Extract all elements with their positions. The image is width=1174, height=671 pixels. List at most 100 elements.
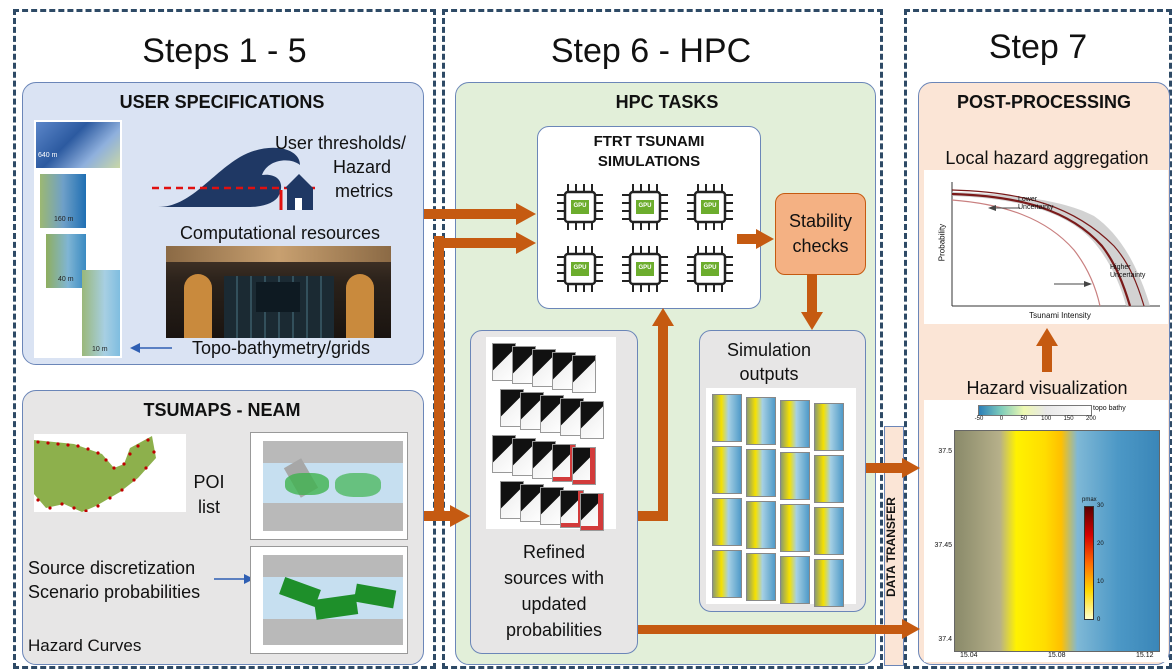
simulation-thumbnail [712,550,742,598]
poi-label-line-1: POI [193,472,225,492]
ftrt-title-line-2: SIMULATIONS [597,153,701,170]
simulation-thumbnail [814,559,844,607]
simulation-thumbnail [814,403,844,451]
source-thumbnail [572,355,596,393]
source-thumbnail [580,401,604,439]
map-x-tick: 15.04 [960,652,978,659]
grid-160m-label: 160 m [54,216,74,223]
map-x-tick: 15.08 [1048,652,1066,659]
gpu-chip-icon: GPU [555,244,605,294]
gpu-chip-icon: GPU [620,244,670,294]
simulation-outputs-line-2: outputs [739,364,799,384]
gpu-chip-icon: GPU [685,182,735,232]
local-hazard-aggregation-label: Local hazard aggregation [945,148,1149,168]
simulation-outputs-image [706,388,856,607]
gpu-label: GPU [703,203,717,209]
grid-160m [40,174,86,228]
stability-checks-line-1: Stability [788,211,853,231]
gpu-label: GPU [638,203,652,209]
stability-checks-box [775,193,866,275]
grid-640m-label: 640 m [38,152,58,159]
gpu-label: GPU [638,265,652,271]
hazard-curves-label: Hazard Curves [28,636,142,655]
curve-higher-label-1: Higher [1110,264,1131,271]
source-discretization-label: Source discretization [28,558,196,578]
poi-mediterranean-map [250,432,408,540]
simulation-thumbnail [712,498,742,546]
house-icon [279,174,313,210]
refined-sources-image [486,337,616,531]
post-processing-title: POST-PROCESSING [956,92,1132,112]
simulation-thumbnail [746,501,776,549]
gpu-chip-icon: GPU [620,182,670,232]
steps-1-5-heading: Steps 1 - 5 [142,32,307,70]
simulation-thumbnail [780,504,810,552]
arrow-left-icon [130,343,172,353]
thresholds-line-1: User thresholds/ [274,133,406,153]
source-thumbnail [580,493,604,531]
data-transfer-bar [884,426,904,666]
pmax-colorbar [1084,506,1094,620]
curve-lower-label-1: Lower [1018,196,1038,203]
step-7-heading: Step 7 [988,28,1088,66]
map-y-tick: 37.5 [938,448,952,455]
hazard-visualization-label: Hazard visualization [966,378,1128,398]
hpc-tasks-title: HPC TASKS [615,92,719,112]
thresholds-line-3: metrics [335,181,393,201]
simulation-thumbnail [746,449,776,497]
curve-x-axis-label: Tsunami Intensity [1029,311,1091,320]
computational-resources-label: Computational resources [179,223,381,243]
colorbar-tick: -50 [974,416,984,422]
topo-colorbar-label: topo bathy [1093,405,1126,412]
pmax-colorbar-label: pmax [1082,497,1097,503]
step-7-frame [904,9,1172,669]
map-y-tick: 37.4 [938,636,952,643]
colorbar-tick: 100 [1041,416,1052,422]
topo-colorbar [978,405,1092,416]
simulation-thumbnail [780,400,810,448]
gpu-chip-icon: GPU [555,182,605,232]
thresholds-line-2: Hazard [332,157,391,177]
gpu-chip-icon: GPU [685,244,735,294]
simulation-thumbnail [814,507,844,555]
ftrt-title-line-1: FTRT TSUNAMI [593,133,705,150]
step-6-heading: Step 6 - HPC [550,32,752,70]
refined-line-2: sources with [503,568,605,588]
pmax-tick: 30 [1097,503,1104,509]
grid-40m [46,234,86,288]
grid-40m-label: 40 m [58,276,74,283]
map-y-tick: 37.45 [934,542,952,549]
simulation-thumbnail [712,394,742,442]
pmax-tick: 20 [1097,541,1104,547]
colorbar-tick: 50 [1020,416,1028,422]
simulation-thumbnail [746,397,776,445]
sources-mediterranean-map [250,546,408,654]
simulation-thumbnail [780,452,810,500]
grid-10m-label: 10 m [92,346,108,353]
source-thumbnail [572,447,596,485]
poi-label-line-2: list [198,497,220,517]
gpu-label: GPU [573,265,587,271]
topo-bathymetry-label: Topo-bathymetry/grids [191,338,371,358]
grid-640m [36,122,120,168]
arrow-right-icon [214,574,254,584]
gpu-label: GPU [573,203,587,209]
map-x-tick: 15.12 [1136,652,1154,659]
grid-10m [82,270,120,356]
colorbar-tick: 150 [1063,416,1074,422]
colorbar-tick: 0 [999,416,1004,422]
scenario-probabilities-label: Scenario probabilities [28,582,201,602]
colorbar-tick: 200 [1085,416,1096,422]
nested-grids-image: 640 m 160 m 40 m 10 m [34,120,122,358]
simulation-thumbnail [814,455,844,503]
hazard-map-image [954,430,1160,652]
simulation-outputs-line-1: Simulation [726,340,812,360]
pmax-tick: 10 [1097,579,1104,585]
simulation-thumbnail [712,446,742,494]
curve-higher-label-2: Uncertainty [1110,272,1146,279]
curve-lower-label-2: Uncertainty [1018,204,1054,211]
tsumaps-neam-title: TSUMAPS - NEAM [143,400,301,420]
gpu-label: GPU [703,265,717,271]
simulation-thumbnail [780,556,810,604]
